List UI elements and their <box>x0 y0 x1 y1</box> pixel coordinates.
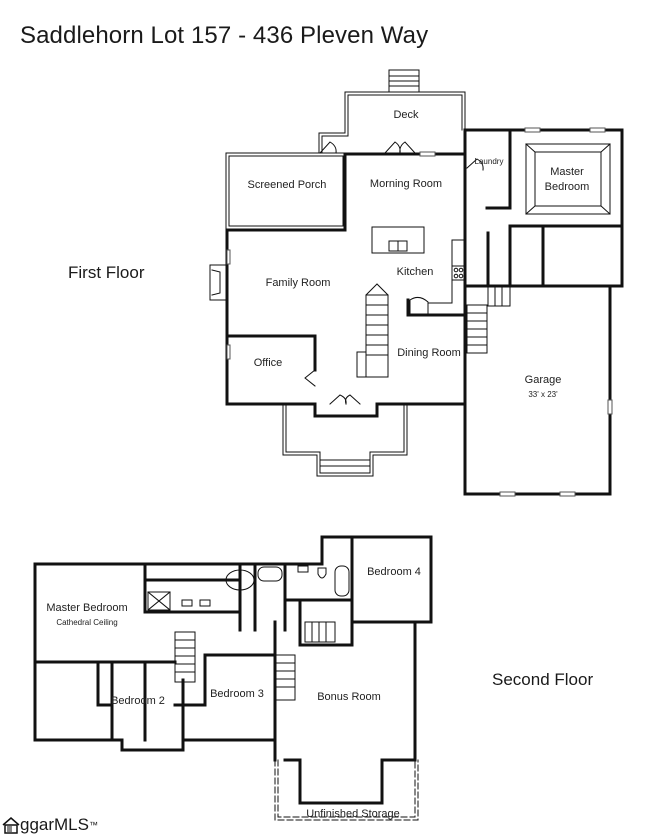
kitchen-island <box>371 226 425 254</box>
room-label-screened-porch: Screened Porch <box>248 179 327 191</box>
room-label-kitchen: Kitchen <box>397 266 434 278</box>
room-label-bonus-room: Bonus Room <box>317 691 381 703</box>
second-floor-room-labels: Master Bedroom Cathedral Ceiling Bedroom… <box>46 566 421 820</box>
trademark: ™ <box>88 820 98 830</box>
shower <box>147 565 350 611</box>
room-label-deck: Deck <box>393 109 419 121</box>
main-stairs <box>356 283 389 378</box>
second-floor-walls <box>33 535 433 762</box>
deck-outline <box>318 91 466 154</box>
doors <box>304 141 484 405</box>
cathedral-ceiling-note: Cathedral Ceiling <box>56 618 117 627</box>
room-label-office: Office <box>254 357 283 369</box>
tray-ceiling <box>525 143 611 215</box>
front-porch <box>282 405 408 477</box>
room-label-bedroom-2: Bedroom 2 <box>111 695 165 707</box>
room-label-master-bedroom-2: Bedroom <box>545 181 590 193</box>
garage-dimensions: 33' x 23' <box>528 390 558 399</box>
watermark-text: ggarMLS <box>20 815 89 834</box>
room-label-laundry: Laundry <box>475 157 504 166</box>
room-label-unfinished-storage: Unfinished Storage <box>306 808 400 820</box>
windows <box>226 127 613 497</box>
room-label-family-room: Family Room <box>266 277 331 289</box>
room-label-master-bedroom-1: Master <box>550 166 584 178</box>
screened-porch-walls <box>225 152 347 230</box>
room-label-garage: Garage <box>525 374 562 386</box>
plan-title: Saddlehorn Lot 157 - 436 Pleven Way <box>20 22 429 49</box>
room-label-bedroom-3: Bedroom 3 <box>210 688 264 700</box>
storage-inner-walls <box>283 758 417 805</box>
unfinished-storage-outline <box>274 759 419 821</box>
first-floor-room-labels: Deck Screened Porch Morning Room Laundry… <box>248 109 590 399</box>
second-floor-label: Second Floor <box>492 670 594 689</box>
room-label-bedroom-4: Bedroom 4 <box>367 566 421 578</box>
house-icon <box>2 817 20 834</box>
garage-stairs <box>466 285 511 354</box>
room-label-master-bedroom-upper: Master Bedroom <box>46 602 127 614</box>
room-label-morning-room: Morning Room <box>370 178 442 190</box>
first-floor-label: First Floor <box>68 263 145 282</box>
fireplace <box>209 264 228 301</box>
kitchen-counter <box>409 239 466 316</box>
room-label-dining-room: Dining Room <box>397 347 461 359</box>
upper-stairs <box>174 621 336 701</box>
deck-stairs <box>388 69 420 93</box>
